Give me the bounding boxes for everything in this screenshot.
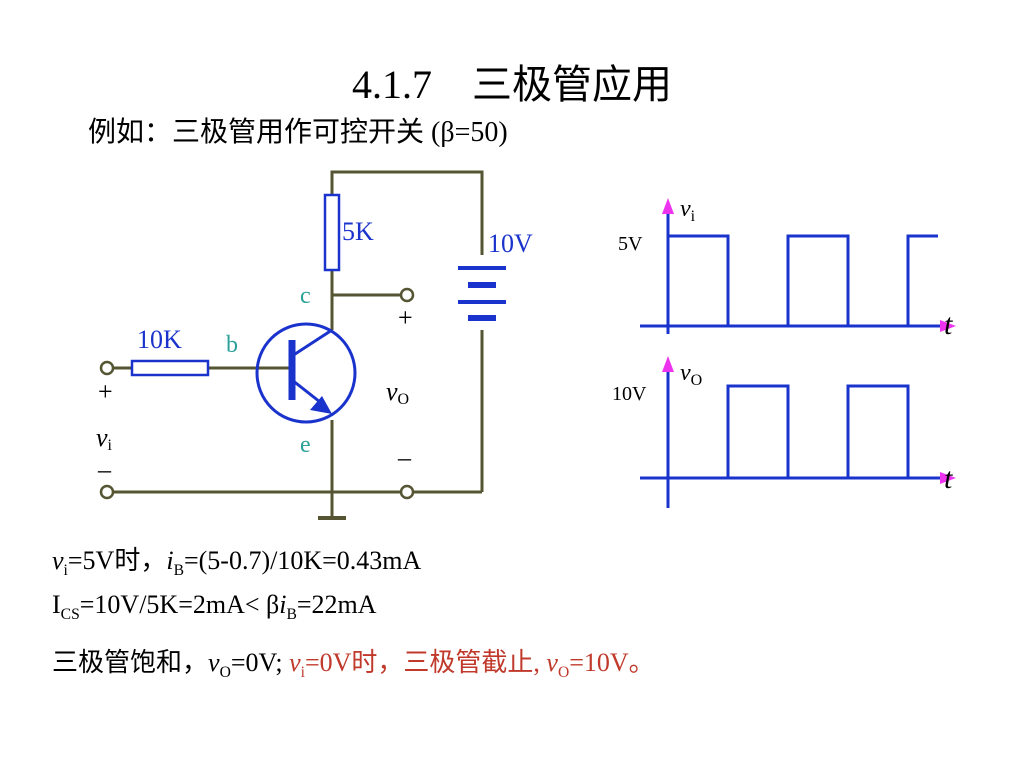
vi-symbol: v bbox=[52, 546, 64, 575]
cutoff-statement: vi=0V时，三极管截止, vO=10V。 bbox=[289, 648, 655, 681]
page-title: 4.1.7 三极管应用 bbox=[352, 62, 672, 107]
vi-arrow-up-icon bbox=[662, 198, 674, 214]
input-plus-terminal bbox=[99, 360, 115, 376]
vo-square-wave bbox=[668, 384, 938, 480]
ics-symbol: I bbox=[52, 590, 61, 619]
ics-subscript: CS bbox=[60, 606, 80, 624]
top-wire bbox=[330, 170, 484, 255]
pin-e-label: e bbox=[300, 432, 311, 458]
vo-symbol: v bbox=[546, 648, 558, 677]
subtitle: 例如：三极管用作可控开关 (β=50) bbox=[88, 117, 508, 148]
circuit-wires bbox=[114, 170, 484, 520]
battery-label: 10V bbox=[488, 229, 533, 258]
output-minus-sign: – bbox=[397, 443, 412, 472]
input-plus-sign: + bbox=[98, 377, 113, 406]
analysis-line-2: ICS=10V/5K=2mA< βiB=22mA bbox=[52, 590, 377, 624]
analysis-line-3: 三极管饱和，vO=0V; vi=0V时，三极管截止, vO=10V。 bbox=[52, 642, 655, 682]
ib-symbol: i bbox=[166, 546, 174, 575]
vo-symbol: v bbox=[208, 648, 220, 677]
vi-label: vi bbox=[96, 423, 113, 454]
line3-text-d: =10V。 bbox=[569, 648, 655, 677]
vo-label: vO bbox=[386, 377, 409, 408]
input-minus-terminal bbox=[99, 484, 115, 500]
vi-subscript: i bbox=[300, 664, 305, 682]
terminals bbox=[99, 287, 415, 500]
line2-text-b: =22mA bbox=[296, 590, 377, 619]
emitter-arrow-icon bbox=[310, 396, 332, 414]
output-plus-terminal bbox=[399, 287, 415, 303]
vo-axis-label: vO bbox=[680, 360, 702, 389]
transistor-switch-circuit: 5K 10V 10K c b e + – + – vO vi bbox=[96, 170, 533, 520]
line3-text-b: =0V; bbox=[230, 648, 290, 677]
line3-text-c: =0V时，三极管截止, bbox=[304, 648, 547, 677]
pin-c-label: c bbox=[300, 283, 311, 309]
vi-square-wave bbox=[668, 234, 938, 328]
pin-b-label: b bbox=[226, 332, 238, 358]
ib-symbol: i bbox=[279, 590, 287, 619]
vo-arrow-up-icon bbox=[662, 356, 674, 372]
line3-text-a: 三极管饱和， bbox=[52, 648, 209, 677]
collector-wire bbox=[330, 270, 400, 297]
ib-subscript: B bbox=[173, 562, 184, 580]
ib-subscript: B bbox=[286, 606, 297, 624]
axis-arrows bbox=[662, 198, 956, 484]
battery-symbol bbox=[458, 266, 506, 321]
vo-arrow-right-icon bbox=[940, 472, 956, 484]
vi-axis-label: vi bbox=[680, 196, 696, 225]
analysis-line-1: vi=5V时，iB=(5-0.7)/10K=0.43mA bbox=[52, 540, 421, 580]
vi-arrow-right-icon bbox=[940, 320, 956, 332]
vo-t-label: t bbox=[944, 462, 953, 495]
vo-level-label: 10V bbox=[612, 383, 647, 405]
vi-level-label: 5V bbox=[618, 233, 643, 255]
npn-transistor bbox=[255, 322, 357, 424]
vo-subscript: O bbox=[557, 664, 570, 682]
r-collector-label: 5K bbox=[342, 217, 374, 246]
input-minus-sign: – bbox=[97, 455, 112, 484]
vi-t-label: t bbox=[944, 308, 953, 341]
line1-text-b: =(5-0.7)/10K=0.43mA bbox=[183, 546, 422, 575]
line2-text-a: =10V/5K=2mA< β bbox=[79, 590, 280, 619]
output-minus-terminal bbox=[399, 484, 415, 500]
vi-subscript: i bbox=[63, 562, 68, 580]
output-plus-sign: + bbox=[398, 303, 413, 332]
r-base-label: 10K bbox=[137, 325, 182, 354]
base-resistor bbox=[130, 359, 210, 377]
vo-subscript: O bbox=[219, 664, 231, 682]
line1-text-a: =5V时， bbox=[67, 546, 167, 575]
waveform-plots: 5V 10V vi vO t t bbox=[612, 196, 956, 508]
collector-resistor bbox=[323, 193, 341, 272]
vi-symbol: v bbox=[289, 648, 301, 677]
